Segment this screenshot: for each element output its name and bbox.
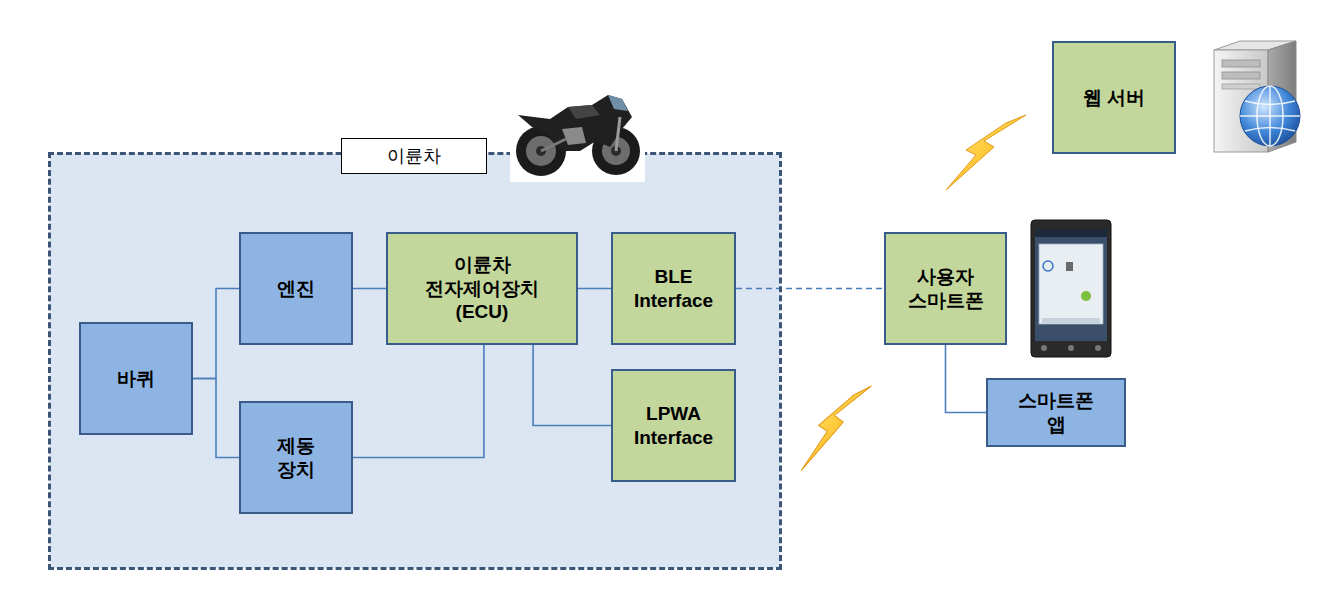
box-label: 이륜차 전자제어장치 (ECU) xyxy=(417,253,547,324)
component-box: 이륜차 전자제어장치 (ECU) xyxy=(386,232,578,345)
wireless-bolt xyxy=(946,115,1026,190)
smartphone-icon xyxy=(1031,220,1111,357)
wireless-link xyxy=(736,288,884,290)
component-box: 사용자 스마트폰 xyxy=(884,232,1007,345)
connector-line xyxy=(193,289,239,379)
box-label: 제동 장치 xyxy=(266,434,326,482)
connector-line xyxy=(578,288,611,290)
box-label: 웹 서버 xyxy=(1083,86,1145,110)
box-label: 바퀴 xyxy=(117,367,155,391)
connector-line xyxy=(353,288,386,290)
box-label: 엔진 xyxy=(277,277,315,301)
region-title: 이륜차 xyxy=(387,145,441,168)
connector-line xyxy=(533,345,611,426)
component-box: BLE Interface xyxy=(611,232,736,345)
component-box: 제동 장치 xyxy=(239,401,353,514)
region-fill xyxy=(50,154,781,569)
connector-line xyxy=(946,345,987,413)
box-label: BLE Interface xyxy=(621,265,726,313)
component-box: 바퀴 xyxy=(79,322,193,435)
server-icon xyxy=(1214,41,1300,152)
component-box: 스마트폰 앱 xyxy=(986,378,1126,447)
box-label: 스마트폰 앱 xyxy=(1011,389,1101,437)
connector-line xyxy=(193,379,239,458)
vehicle-region: 이륜차바퀴엔진제동 장치이륜차 전자제어장치 (ECU)BLE Interfac… xyxy=(48,152,782,570)
wireless-bolt xyxy=(801,386,871,471)
box-label: 사용자 스마트폰 xyxy=(901,265,991,313)
box-label: LPWA Interface xyxy=(621,402,726,450)
component-box: LPWA Interface xyxy=(611,369,736,482)
connector-line xyxy=(353,345,484,458)
region-title-box: 이륜차 xyxy=(341,138,487,174)
component-box: 웹 서버 xyxy=(1052,41,1176,154)
motorcycle-picture xyxy=(510,85,645,182)
component-box: 엔진 xyxy=(239,232,353,345)
